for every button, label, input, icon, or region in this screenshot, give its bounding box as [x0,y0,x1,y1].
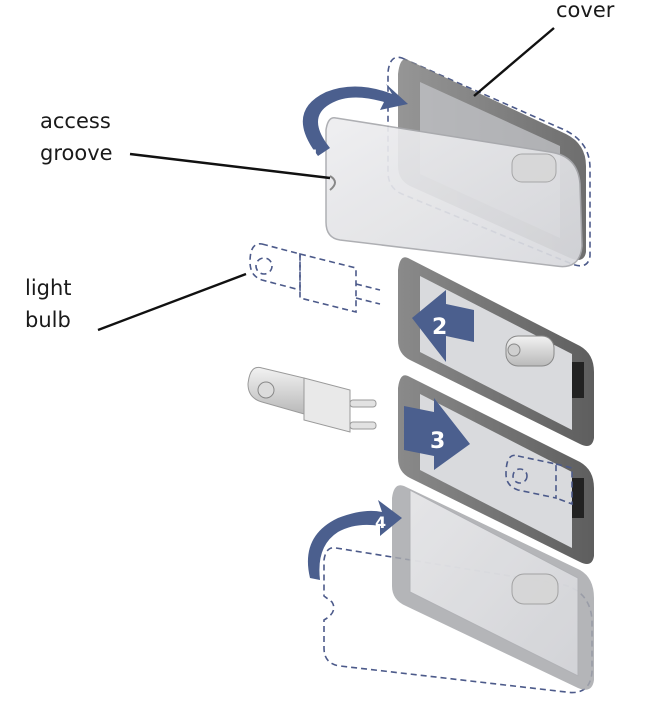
cover-label: cover [556,0,614,26]
step-3-number: 3 [430,429,445,454]
light-bulb-label: light bulb [25,272,72,336]
light-bulb-label-line1: light [25,276,72,300]
access-groove-label-line1: access [40,109,111,133]
step-2-number: 2 [432,315,447,340]
step-1-number: 1 [308,147,320,167]
step-3-arrow [404,398,470,470]
assembly-step-2: 2 [249,243,594,446]
removed-bulb-outline [249,243,381,314]
step-1-arrow [302,84,408,156]
cover-label-text: cover [556,0,615,22]
access-groove-leader-line [129,152,331,180]
bulb-target-outline [505,454,573,506]
assembly-step-1: 1 [302,56,591,268]
light-bulb-leader-line [97,272,247,332]
access-groove-label: access groove [40,105,113,169]
lens-cover [409,489,579,677]
replacement-light-bulb [247,366,377,433]
access-groove-label-line2: groove [40,141,113,165]
cover-leader-line [473,27,555,97]
assembly-step-4: 4 [307,485,594,694]
assembly-step-3: 3 [398,375,594,564]
step-2-arrow [412,290,474,362]
step-4-arrow [307,500,402,580]
installed-bulb [505,335,555,367]
step-4-number: 4 [375,513,386,532]
light-bulb-label-line2: bulb [25,308,71,332]
cover-dashed-outline [387,56,591,267]
